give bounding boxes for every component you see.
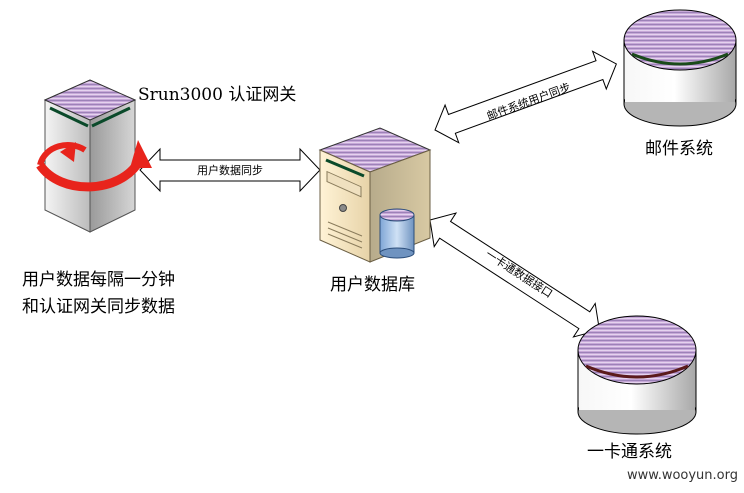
database-server-icon [318, 127, 432, 263]
database-label: 用户数据库 [330, 275, 415, 295]
gateway-caption-line2: 和认证网关同步数据 [22, 297, 175, 317]
arrow-sync-label: 用户数据同步 [197, 163, 263, 177]
gateway-caption-line1: 用户数据每隔一分钟 [22, 270, 175, 290]
gateway-server-icon [36, 79, 152, 233]
card-cylinder-icon [577, 315, 697, 435]
mail-label: 邮件系统 [645, 139, 713, 159]
watermark: www.wooyun.org [626, 468, 738, 483]
gateway-label: Srun3000 认证网关 [138, 85, 297, 105]
mail-cylinder-icon [623, 9, 737, 127]
card-label: 一卡通系统 [587, 442, 672, 462]
arrow-mail [434, 50, 617, 144]
